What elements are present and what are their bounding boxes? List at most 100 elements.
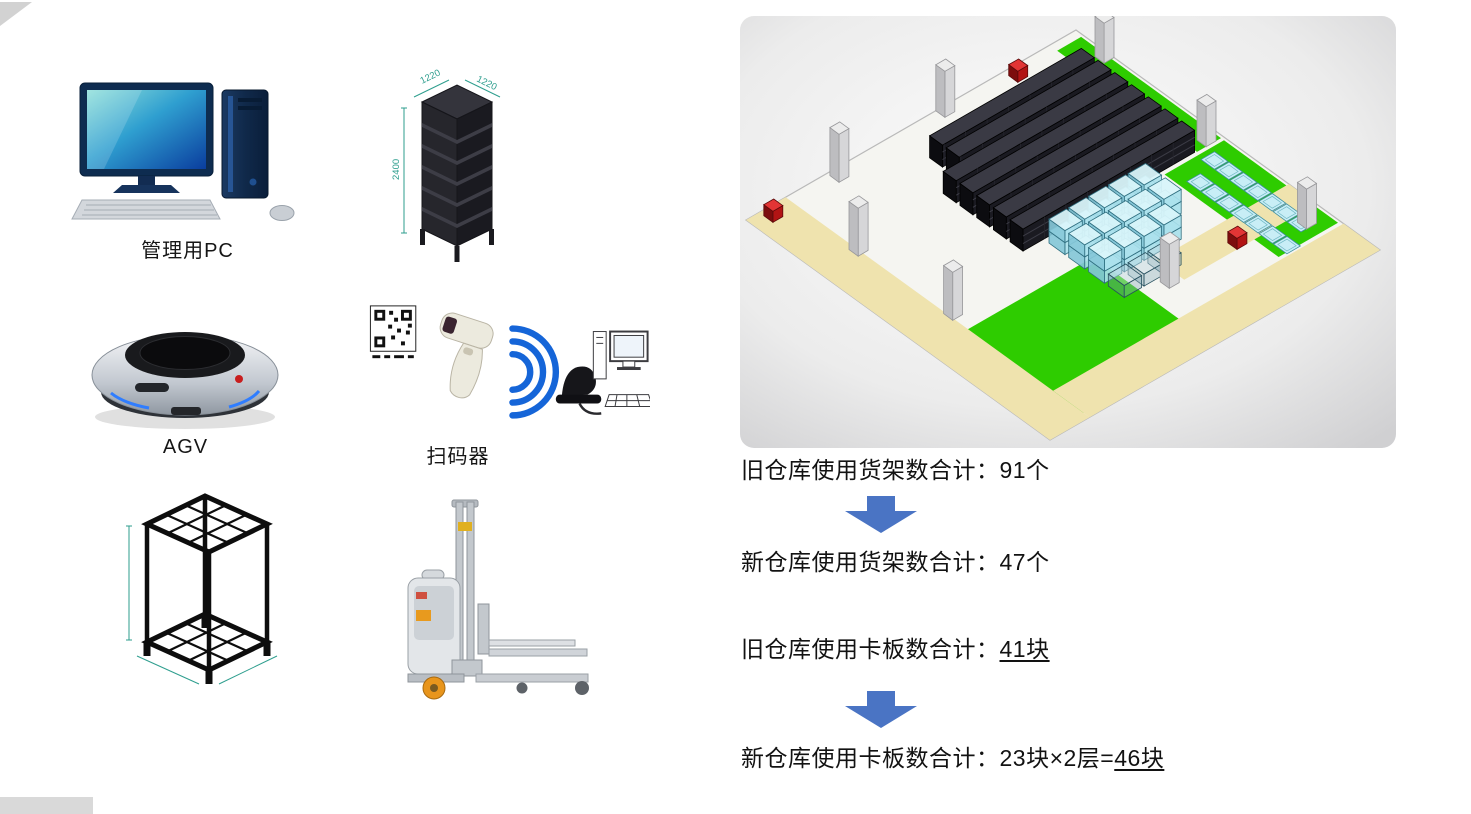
floor-pallet-tile-grid	[1233, 174, 1254, 188]
floor-pallet-tile-grid	[1219, 196, 1240, 210]
scanner-label: 扫码器	[426, 446, 490, 468]
floor-pallet-tile-grid	[1190, 175, 1211, 189]
host-computer	[592, 330, 650, 407]
pallet-stack	[1087, 211, 1123, 234]
pillar	[848, 200, 859, 257]
pillar	[952, 265, 964, 321]
mast-foot	[451, 659, 483, 677]
red-marker	[1227, 225, 1248, 239]
pillar	[943, 264, 954, 322]
stat-new-pallets-value: 46块	[1114, 745, 1165, 771]
pillar	[829, 121, 850, 135]
pallet-stack	[1127, 163, 1163, 186]
red-marker	[763, 198, 784, 212]
pillar	[935, 58, 956, 72]
monitor-screen	[87, 90, 206, 169]
fork-upper	[488, 639, 576, 647]
pillar	[1168, 237, 1180, 289]
floor-pallet-tile-grid	[1262, 228, 1283, 242]
pallet-stack	[1107, 174, 1143, 197]
pallet-stack	[1067, 222, 1103, 246]
scanner-cradle	[555, 366, 602, 415]
frame-posts	[144, 496, 270, 670]
agv-turntable	[139, 336, 231, 370]
rack-leg	[420, 229, 425, 245]
warning-sticker	[458, 522, 472, 531]
aisle-path	[746, 197, 1090, 440]
pallet-stack	[1068, 197, 1103, 220]
management-pc-label: 管理用PC	[141, 240, 234, 262]
stat-new-shelves: 新仓库使用货架数合计：47个	[741, 549, 1050, 575]
handheld-scanner	[439, 312, 494, 399]
agv-glow-left	[110, 391, 150, 410]
pillar	[944, 65, 956, 118]
floor-pallet-tile	[1243, 182, 1272, 201]
down-arrow-icon	[845, 496, 917, 533]
frame-feet	[143, 614, 271, 684]
floor-pallet-tile	[1258, 225, 1287, 244]
stat-old-pallets-prefix: 旧仓库使用卡板数合计：	[741, 636, 1000, 662]
pallet-stack	[1087, 185, 1123, 209]
pillar	[857, 201, 869, 257]
tower-accent	[228, 96, 233, 192]
rack-dim-width-label: 1220	[418, 68, 442, 87]
pillar	[1297, 181, 1307, 230]
stat-old-pallets: 旧仓库使用卡板数合计：41块	[741, 630, 1050, 664]
corner-artifact-top-left	[0, 2, 32, 26]
scan-artifact-bottom-left	[0, 797, 93, 814]
shelf-rack-illustration: 1220 1220 2400	[391, 68, 501, 262]
agv-stop-button	[235, 375, 243, 383]
pillar	[1103, 16, 1115, 64]
rack-row	[992, 108, 1179, 218]
fork-carriage	[477, 603, 490, 655]
drive-bay	[238, 98, 262, 102]
pallet-frame-illustration	[126, 493, 278, 685]
floor-pallet-tile	[1200, 151, 1229, 170]
floor-pallet-tile-grid	[1204, 154, 1225, 167]
pallet-stack	[1107, 225, 1143, 249]
dimension-lines	[126, 525, 278, 685]
pallet-stack	[1107, 200, 1143, 223]
warehouse-3d-view	[740, 16, 1396, 448]
stat-new-pallets: 新仓库使用卡板数合计：23块×2层=46块	[741, 739, 1164, 773]
floor-pallet-tile	[1215, 194, 1244, 213]
rack-row	[942, 72, 1129, 182]
stat-old-shelves: 旧仓库使用货架数合计：91个	[741, 457, 1050, 483]
floor-pallet-tile-grid	[1219, 164, 1239, 178]
stat-old-pallets-value: 41块	[999, 636, 1050, 662]
agv-sensor-slot	[135, 383, 169, 392]
keyboard-keys	[82, 204, 217, 216]
management-pc-illustration	[71, 82, 295, 221]
floor-pallet-tile-grid	[1204, 186, 1225, 200]
agv-illustration	[91, 332, 279, 429]
pillar	[942, 259, 964, 273]
rack-row	[1009, 120, 1196, 230]
qr-code	[369, 305, 417, 359]
drive-bay	[238, 106, 262, 110]
floor-pallet-tile-grid	[1276, 206, 1297, 220]
floor-pallet-tile	[1214, 161, 1244, 181]
floor-pallet-tile	[1272, 203, 1301, 222]
floor-pallet-tile-grid	[1233, 207, 1254, 221]
pillar	[838, 127, 850, 183]
floor-pallet-tile	[1229, 204, 1258, 223]
outrigger-leg	[475, 673, 589, 683]
pallet-stack	[1127, 214, 1163, 237]
pillar	[1205, 100, 1217, 148]
monitor-base	[113, 185, 180, 193]
rack-row	[959, 84, 1146, 194]
floor-pallet-tile-grid	[1277, 238, 1297, 252]
red-marker	[1007, 58, 1029, 72]
pillar	[1196, 93, 1217, 108]
screen-glare	[87, 90, 142, 169]
floor-pallet-tile	[1258, 193, 1287, 212]
rack-row	[975, 96, 1162, 206]
stat-new-pallets-prefix: 新仓库使用卡板数合计：23块×2层=	[741, 745, 1115, 771]
rack-shelves	[422, 123, 492, 228]
agv-label: AGV	[162, 436, 209, 458]
rack-leg	[454, 246, 460, 262]
floor-pallet-tile	[1229, 172, 1258, 191]
pallet-stack	[1147, 203, 1182, 226]
drive-wheel-hub	[430, 684, 438, 692]
scanner-illustration	[369, 305, 650, 419]
